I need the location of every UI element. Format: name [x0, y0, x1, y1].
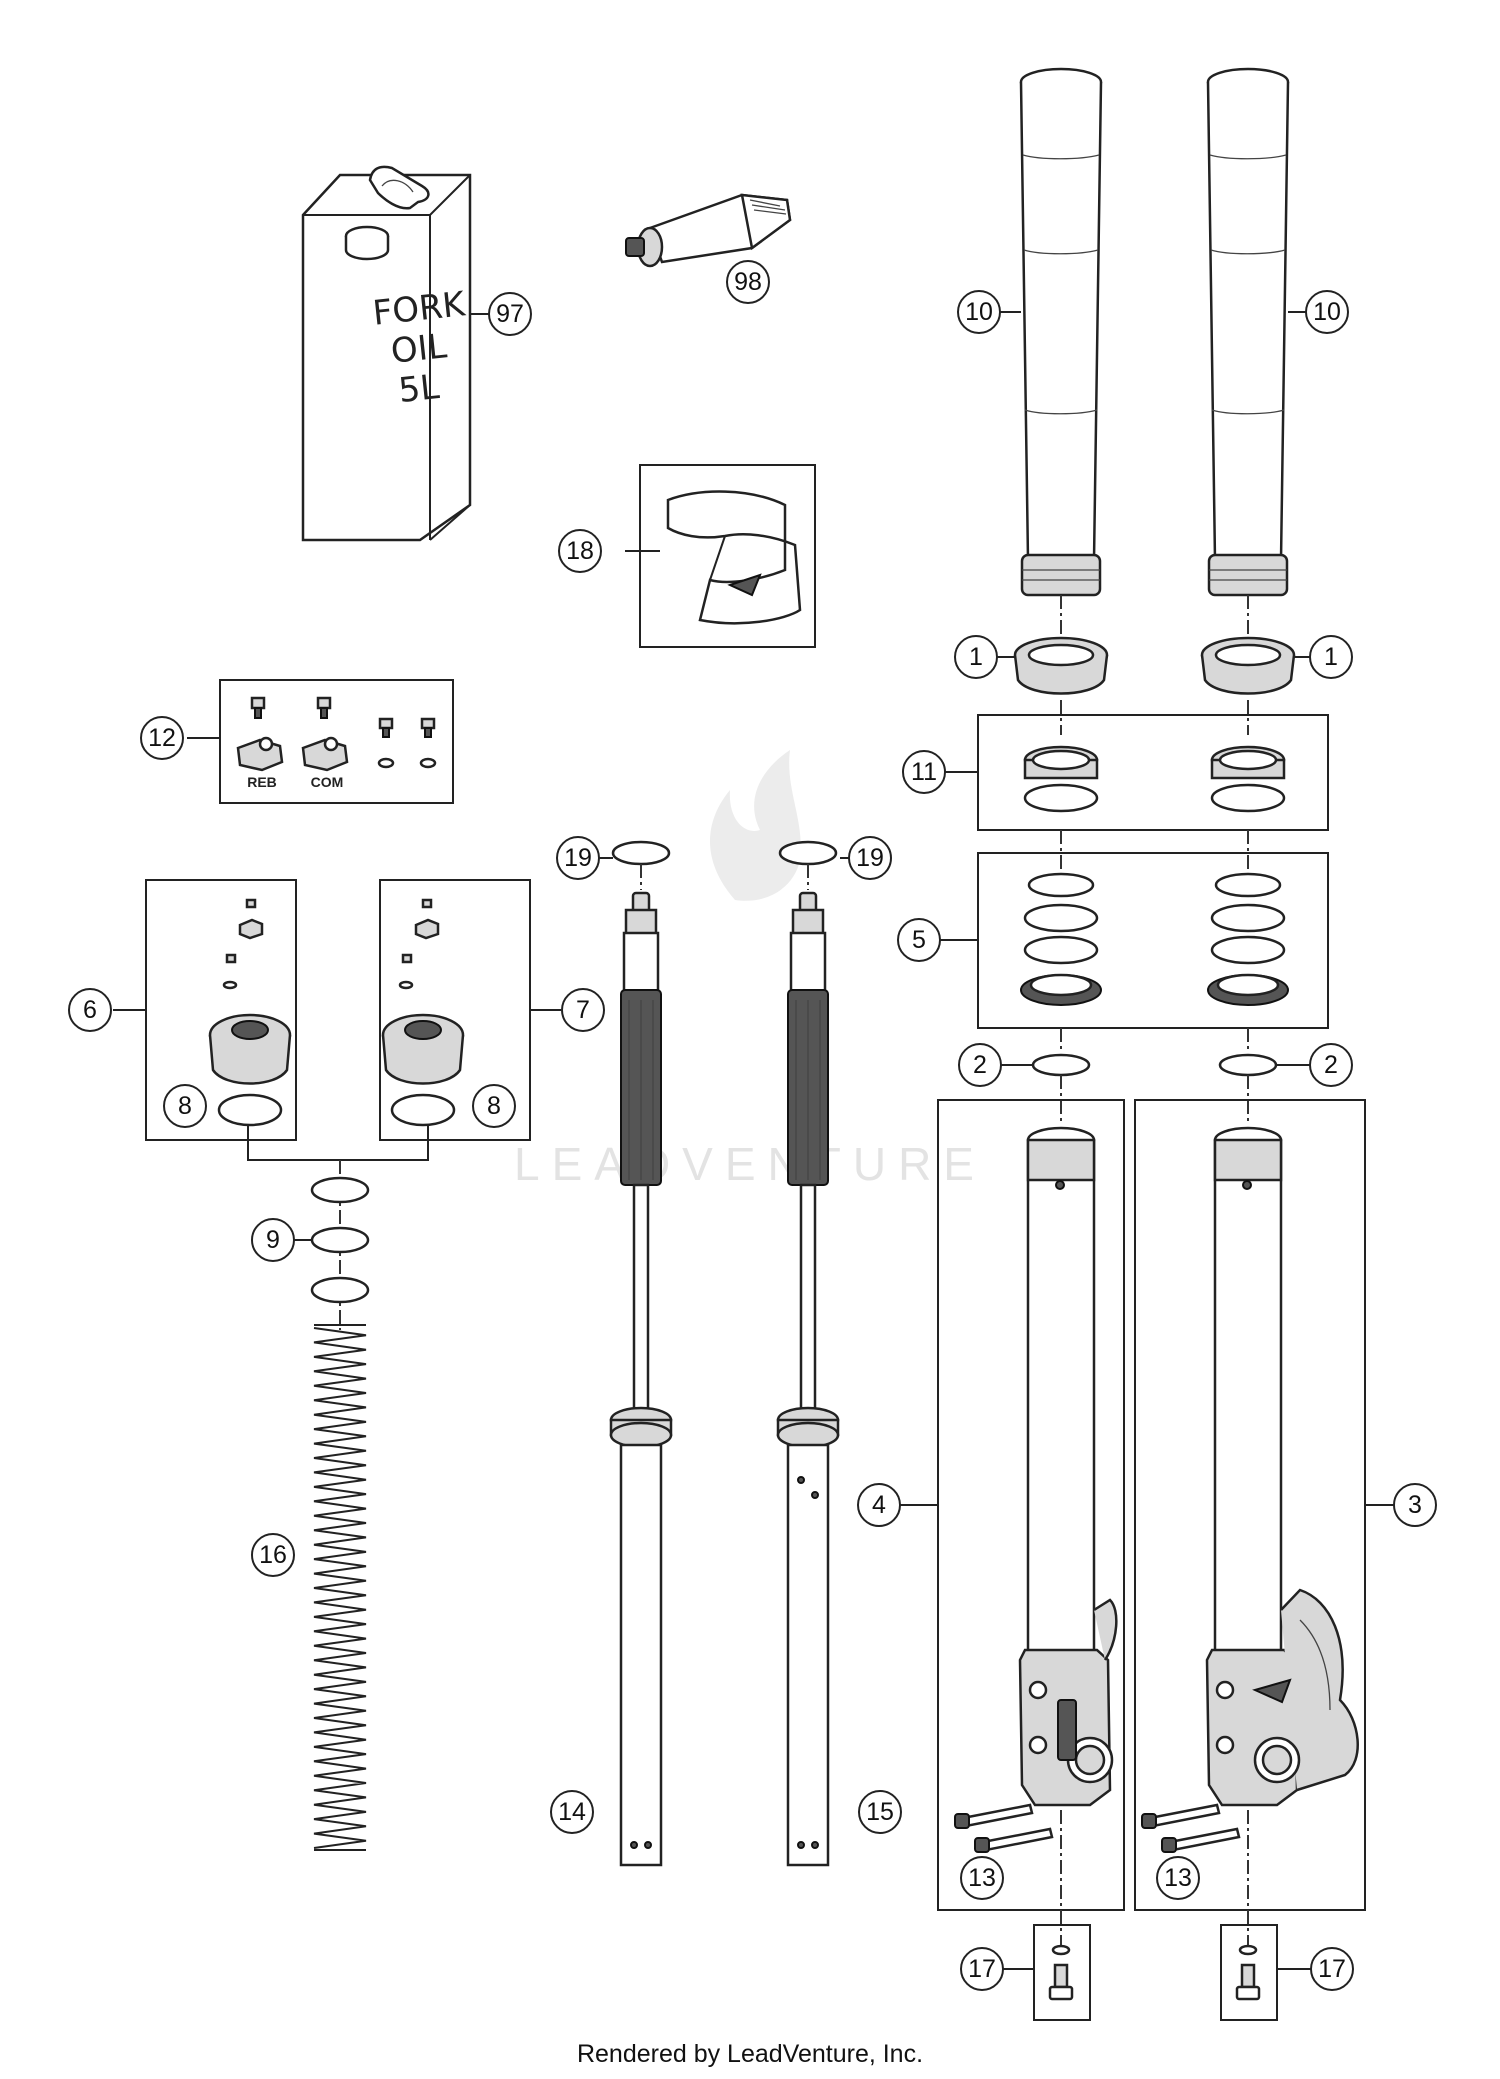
- svg-text:7: 7: [576, 996, 590, 1024]
- callouts: 97 98 18 12 6 7 8 8 9 16 19 19 14 15 10 …: [68, 260, 1437, 1991]
- callout-19-left: 19: [556, 836, 600, 880]
- svg-text:15: 15: [866, 1798, 894, 1826]
- svg-text:5: 5: [912, 926, 926, 954]
- o-rings: [1031, 1028, 1278, 1125]
- callout-7: 7: [561, 988, 605, 1032]
- callout-18: 18: [558, 529, 602, 573]
- svg-text:17: 17: [1318, 1955, 1346, 1983]
- svg-text:9: 9: [266, 1226, 280, 1254]
- watermark: LEADVENTURE: [514, 750, 986, 1190]
- callout-13-right: 13: [1156, 1856, 1200, 1900]
- callout-97: 97: [488, 292, 532, 336]
- inner-tube-assembly-left: [937, 1099, 1125, 1945]
- svg-text:1: 1: [969, 643, 983, 671]
- cartridge-right: [776, 840, 840, 1867]
- callout-1-right: 1: [1309, 635, 1353, 679]
- fork-spring: [313, 1324, 367, 1851]
- callout-16: 16: [251, 1533, 295, 1577]
- callout-8-right: 8: [472, 1084, 516, 1128]
- watermark-text: LEADVENTURE: [514, 1138, 986, 1190]
- svg-text:13: 13: [968, 1864, 996, 1892]
- callout-10-left: 10: [957, 290, 1001, 334]
- label-com: COM: [311, 774, 344, 790]
- callout-3: 3: [1393, 1483, 1437, 1527]
- callout-12: 12: [140, 716, 184, 760]
- can-text-oil: OIL: [389, 326, 449, 372]
- callout-14: 14: [550, 1790, 594, 1834]
- svg-text:16: 16: [259, 1541, 287, 1569]
- svg-text:8: 8: [487, 1092, 501, 1120]
- clamp-bolts-right: [1141, 1803, 1241, 1853]
- svg-text:14: 14: [558, 1798, 586, 1826]
- bushings-group: [977, 700, 1329, 831]
- svg-text:19: 19: [856, 844, 884, 872]
- svg-text:1: 1: [1324, 643, 1338, 671]
- protection-ring-right: [1200, 595, 1296, 695]
- can-text-volume: 5L: [397, 367, 442, 411]
- callout-6: 6: [68, 988, 112, 1032]
- svg-text:8: 8: [178, 1092, 192, 1120]
- svg-text:13: 13: [1164, 1864, 1192, 1892]
- callout-17-left: 17: [960, 1947, 1004, 1991]
- svg-text:17: 17: [968, 1955, 996, 1983]
- label-reb: REB: [247, 774, 277, 790]
- svg-text:10: 10: [1313, 298, 1341, 326]
- callout-8-left: 8: [163, 1084, 207, 1128]
- clamp-bolts-left: [954, 1803, 1054, 1853]
- svg-text:97: 97: [496, 300, 524, 328]
- seals-group: [977, 830, 1329, 1029]
- callout-19-right: 19: [848, 836, 892, 880]
- callout-2-left: 2: [958, 1043, 1002, 1087]
- callout-9: 9: [251, 1218, 295, 1262]
- washers-stack: [310, 1160, 370, 1330]
- svg-text:4: 4: [872, 1491, 886, 1519]
- svg-text:2: 2: [973, 1051, 987, 1079]
- grease-tube: [625, 193, 792, 268]
- outer-tube-right: [1206, 67, 1290, 597]
- callout-11: 11: [902, 750, 946, 794]
- callout-13-left: 13: [960, 1856, 1004, 1900]
- inner-tube-assembly-right: [1134, 1099, 1366, 1945]
- svg-text:18: 18: [566, 537, 594, 565]
- svg-text:19: 19: [564, 844, 592, 872]
- callout-17-right: 17: [1310, 1947, 1354, 1991]
- svg-text:3: 3: [1408, 1491, 1422, 1519]
- clip-sleeve-group: [639, 464, 816, 648]
- footer-credit: Rendered by LeadVenture, Inc.: [576, 2040, 924, 2068]
- protection-ring-left: [1013, 595, 1109, 695]
- outer-tube-left: [1019, 67, 1103, 597]
- callout-15: 15: [858, 1790, 902, 1834]
- callout-4: 4: [857, 1483, 901, 1527]
- callout-1-left: 1: [954, 635, 998, 679]
- cartridge-left: [609, 840, 673, 1867]
- svg-text:6: 6: [83, 996, 97, 1024]
- svg-text:98: 98: [734, 268, 762, 296]
- fork-brand-logo: [727, 573, 762, 597]
- bottom-screw-right: [1220, 1924, 1278, 2021]
- callout-5: 5: [897, 918, 941, 962]
- svg-text:10: 10: [965, 298, 993, 326]
- callout-2-right: 2: [1309, 1043, 1353, 1087]
- svg-text:11: 11: [911, 758, 937, 786]
- fork-cap-right-group: [379, 879, 531, 1141]
- fork-oil-can: FORK OIL 5L: [301, 165, 472, 542]
- svg-text:2: 2: [1324, 1051, 1338, 1079]
- cap-connector-line: [247, 1125, 429, 1161]
- bottom-screw-left: [1033, 1924, 1091, 2021]
- callout-10-right: 10: [1305, 290, 1349, 334]
- callout-98: 98: [726, 260, 770, 304]
- can-text-fork: FORK: [371, 284, 469, 334]
- svg-text:12: 12: [148, 724, 176, 752]
- adjuster-kit-group: REB COM: [219, 679, 454, 804]
